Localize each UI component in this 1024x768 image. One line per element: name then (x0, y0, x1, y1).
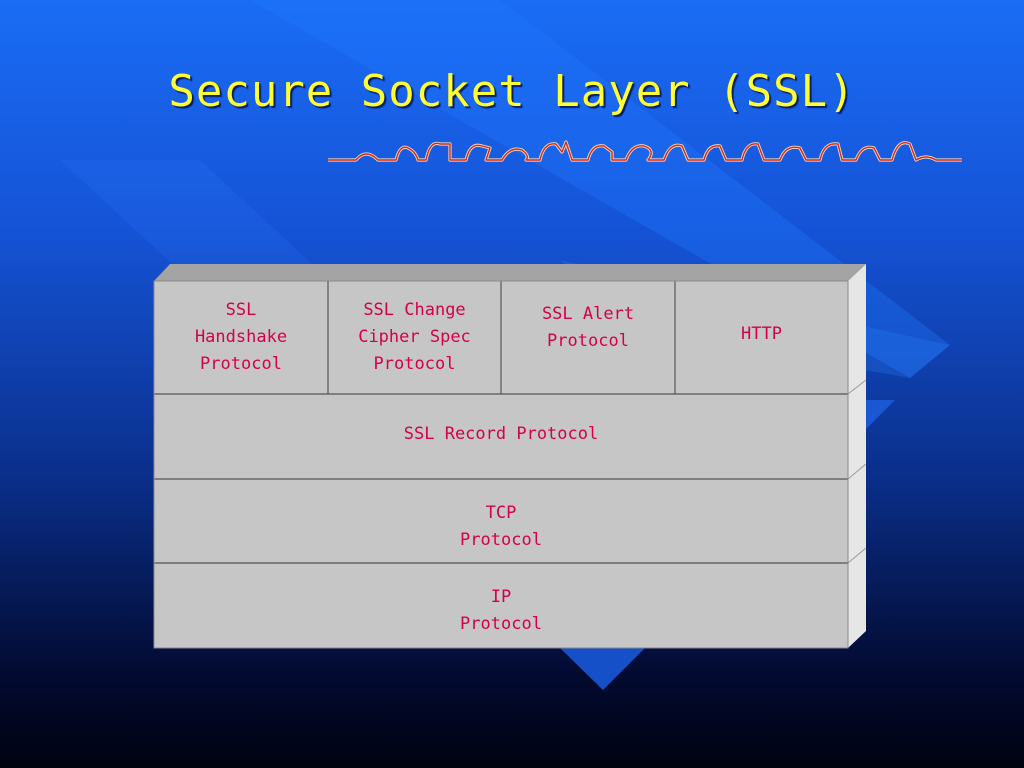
side-separator (847, 547, 867, 564)
cell-ssl-handshake-protocol: SSL Handshake Protocol (194, 300, 288, 374)
layer-ip-protocol: IP Protocol (460, 586, 542, 634)
side-separator (847, 379, 867, 395)
bg-diamond (560, 648, 645, 690)
decorative-script-underline (328, 140, 962, 162)
slide-title: Secure Socket Layer (SSL) (168, 66, 856, 117)
stack-outline (153, 280, 849, 649)
layer-tcp-protocol: TCP Protocol (460, 502, 542, 550)
cell-http: HTTP (741, 324, 782, 344)
layer-ssl-record-protocol: SSL Record Protocol (403, 423, 599, 444)
cell-ssl-alert-protocol: SSL Alert Protocol (541, 304, 635, 351)
side-separator (847, 463, 867, 480)
stack-top-face (154, 264, 866, 281)
cell-ssl-change-cipher-spec-protocol: SSL Change Cipher Spec Protocol (358, 300, 471, 374)
stack-side-face (848, 264, 866, 648)
